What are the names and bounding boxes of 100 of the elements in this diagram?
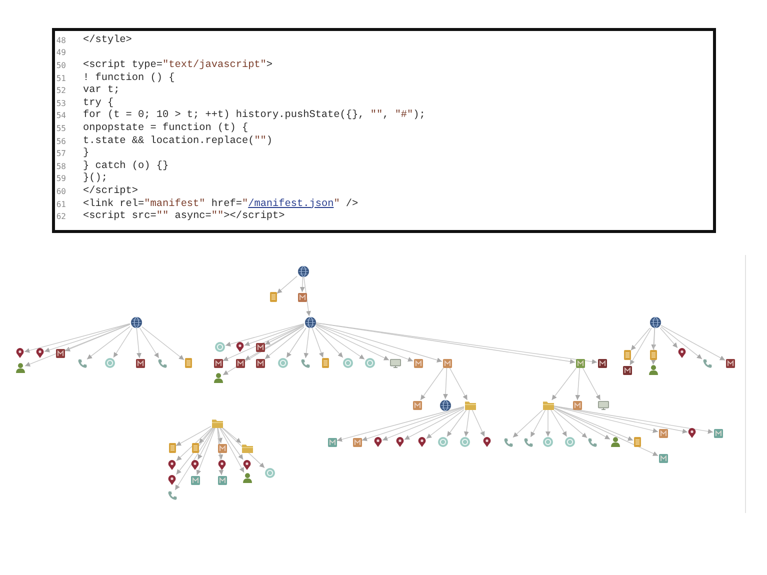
phone-icon bbox=[524, 438, 532, 446]
square-icon bbox=[658, 454, 668, 462]
arrow bbox=[554, 407, 658, 456]
arrow bbox=[404, 408, 464, 440]
line-number: 51 bbox=[55, 72, 66, 84]
arrow bbox=[198, 428, 213, 444]
arrow bbox=[546, 410, 550, 437]
document-icon bbox=[168, 443, 176, 453]
globe-icon bbox=[304, 316, 316, 328]
circle-icon bbox=[265, 468, 275, 478]
map-pin-icon bbox=[374, 437, 382, 447]
code-line: t.state && location.replace("") bbox=[83, 136, 273, 148]
square-icon bbox=[726, 358, 734, 368]
document-icon bbox=[624, 350, 630, 360]
arrow bbox=[222, 428, 242, 444]
code-line: try { bbox=[83, 98, 114, 110]
square-icon bbox=[214, 358, 222, 368]
arrow bbox=[472, 410, 485, 437]
line-number: 52 bbox=[55, 85, 66, 98]
square-icon bbox=[622, 366, 632, 374]
arrow bbox=[530, 410, 546, 438]
square-icon bbox=[298, 292, 306, 302]
code-line: </style> bbox=[83, 34, 132, 48]
map-pin-icon bbox=[168, 475, 176, 485]
square-icon bbox=[442, 358, 452, 368]
arrow bbox=[316, 324, 414, 362]
square-icon bbox=[56, 348, 64, 358]
circle-icon bbox=[365, 358, 375, 368]
document-icon bbox=[192, 443, 198, 453]
phone-icon bbox=[504, 438, 512, 446]
map-pin-icon bbox=[396, 437, 404, 447]
code-line: onpopstate = function (t) { bbox=[83, 122, 248, 136]
map-pin-icon bbox=[243, 460, 251, 470]
line-number: 59 bbox=[55, 173, 66, 186]
arrow bbox=[196, 428, 216, 476]
arrow bbox=[222, 325, 304, 376]
line-number: 48 bbox=[55, 34, 66, 47]
code-line: <link rel="manifest" href="/manifest.json" /> bbox=[83, 198, 358, 210]
person-icon bbox=[610, 437, 620, 447]
arrow bbox=[554, 406, 714, 434]
code-line: </script> bbox=[83, 186, 138, 198]
arrow bbox=[660, 324, 726, 361]
phone-icon bbox=[702, 358, 712, 368]
person-icon bbox=[16, 363, 24, 373]
arrow bbox=[630, 328, 650, 351]
circle-icon bbox=[278, 358, 288, 368]
square-icon bbox=[572, 400, 582, 410]
line-number: 61 bbox=[55, 198, 66, 210]
circle-icon bbox=[565, 437, 575, 447]
circle-icon bbox=[460, 437, 470, 447]
code-line: var t; bbox=[83, 85, 120, 98]
line-number: 54 bbox=[55, 110, 66, 122]
arrow bbox=[139, 328, 160, 358]
phone-icon bbox=[588, 438, 596, 446]
arrow bbox=[650, 328, 656, 365]
circle-icon bbox=[215, 342, 225, 352]
square-icon bbox=[256, 342, 264, 352]
monitor-icon bbox=[598, 400, 608, 410]
square-icon bbox=[412, 400, 422, 410]
arrow bbox=[315, 328, 344, 358]
code-line: } catch (o) {} bbox=[83, 160, 169, 172]
square-icon bbox=[256, 358, 264, 368]
document-icon bbox=[270, 292, 276, 302]
arrow bbox=[550, 410, 568, 437]
square-icon bbox=[236, 358, 244, 368]
link: /manifest.json bbox=[248, 198, 334, 210]
square-icon bbox=[714, 428, 722, 438]
arrow bbox=[176, 426, 212, 446]
arrow bbox=[554, 407, 634, 441]
document-icon bbox=[322, 358, 328, 368]
line-number: 60 bbox=[55, 186, 66, 198]
folder-icon bbox=[464, 400, 476, 410]
map-pin-icon bbox=[418, 437, 426, 447]
arrow bbox=[276, 276, 298, 294]
document-icon bbox=[634, 437, 640, 447]
square-icon bbox=[352, 438, 362, 446]
globe-icon bbox=[298, 266, 308, 276]
monitor-icon bbox=[390, 358, 400, 368]
person-icon bbox=[648, 365, 658, 375]
arrow bbox=[316, 324, 390, 360]
arrow bbox=[222, 324, 304, 362]
arrow bbox=[575, 368, 580, 400]
line-number: 53 bbox=[55, 98, 66, 110]
arrow bbox=[443, 368, 448, 400]
arrow bbox=[554, 410, 588, 438]
map-pin-icon bbox=[236, 342, 244, 352]
phone-icon bbox=[168, 490, 176, 500]
code-line: ! function () { bbox=[83, 72, 175, 85]
phone-icon bbox=[158, 358, 166, 368]
document-icon bbox=[184, 358, 192, 368]
code-line: <script type="text/javascript"> bbox=[83, 60, 273, 72]
arrow bbox=[420, 368, 444, 400]
arrow bbox=[244, 324, 304, 346]
map-pin-icon bbox=[16, 348, 24, 358]
arrow bbox=[300, 276, 305, 292]
arrow bbox=[316, 323, 442, 362]
arrow bbox=[554, 406, 658, 434]
square-icon bbox=[658, 428, 668, 438]
map-pin-icon bbox=[678, 348, 686, 358]
code-line: for (t = 0; 10 > t; ++t) history.pushState({}, "", "#"); bbox=[83, 110, 426, 122]
